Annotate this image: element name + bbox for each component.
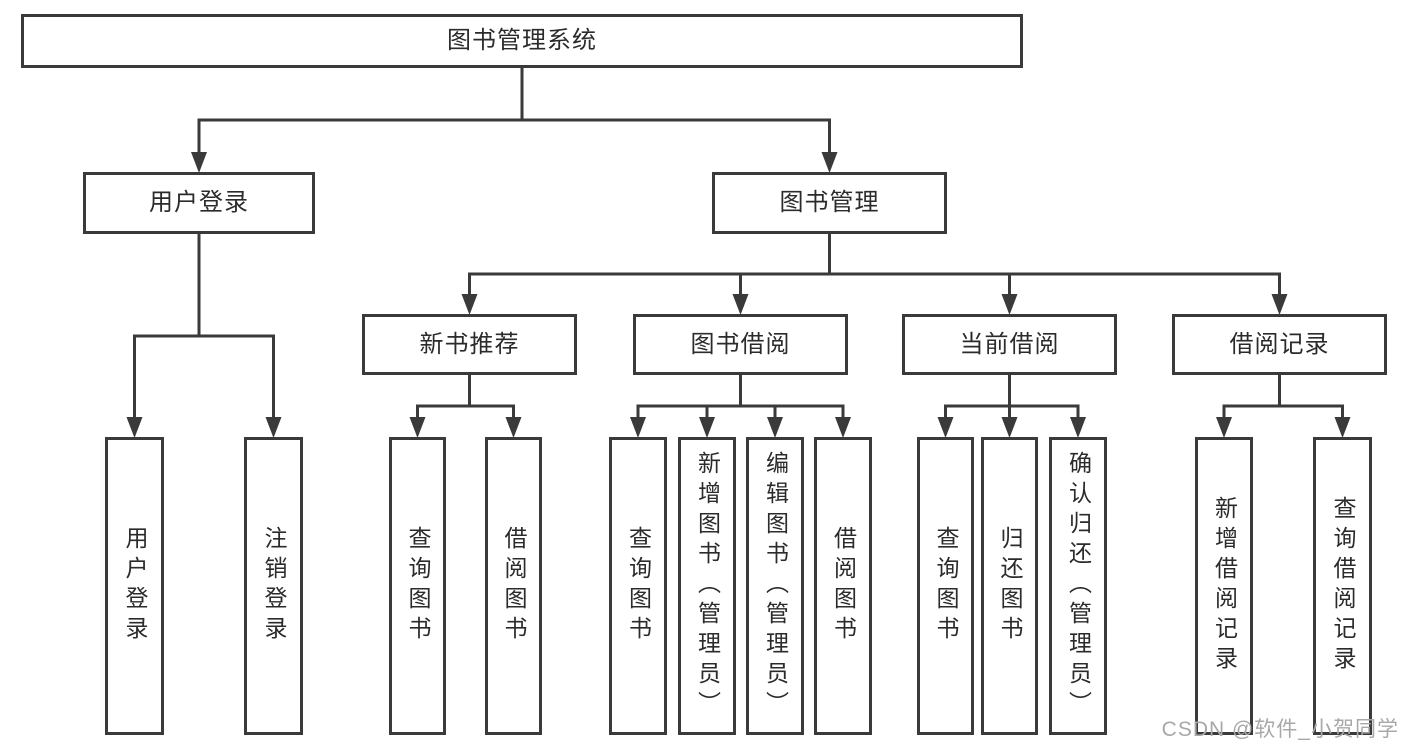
node-leaf-add-record: 新增借阅记录: [1195, 437, 1253, 735]
node-leaf-confirm-return: 确认归还（管理员）: [1049, 437, 1107, 735]
node-book-mgmt-mod: 图书管理: [712, 172, 947, 234]
node-leaf-query-book-1: 查询图书: [389, 437, 446, 735]
node-root: 图书管理系统: [21, 14, 1023, 68]
node-leaf-edit-book: 编辑图书（管理员）: [746, 437, 804, 735]
node-user-login-mod: 用户登录: [83, 172, 315, 234]
node-leaf-borrow-book-1: 借阅图书: [485, 437, 542, 735]
node-leaf-return-book: 归还图书: [981, 437, 1038, 735]
node-current-borrow: 当前借阅: [902, 314, 1117, 375]
node-new-book-rec: 新书推荐: [362, 314, 577, 375]
node-leaf-query-record: 查询借阅记录: [1313, 437, 1372, 735]
watermark-text: CSDN @软件_小贺同学: [1161, 718, 1399, 741]
node-leaf-borrow-book-2: 借阅图书: [814, 437, 872, 735]
node-leaf-logout: 注销登录: [244, 437, 303, 735]
node-leaf-user-login: 用户登录: [105, 437, 164, 735]
node-leaf-query-book-3: 查询图书: [917, 437, 974, 735]
node-book-borrow: 图书借阅: [633, 314, 848, 375]
node-borrow-records: 借阅记录: [1172, 314, 1387, 375]
node-leaf-add-book: 新增图书（管理员）: [678, 437, 736, 735]
node-leaf-query-book-2: 查询图书: [609, 437, 667, 735]
